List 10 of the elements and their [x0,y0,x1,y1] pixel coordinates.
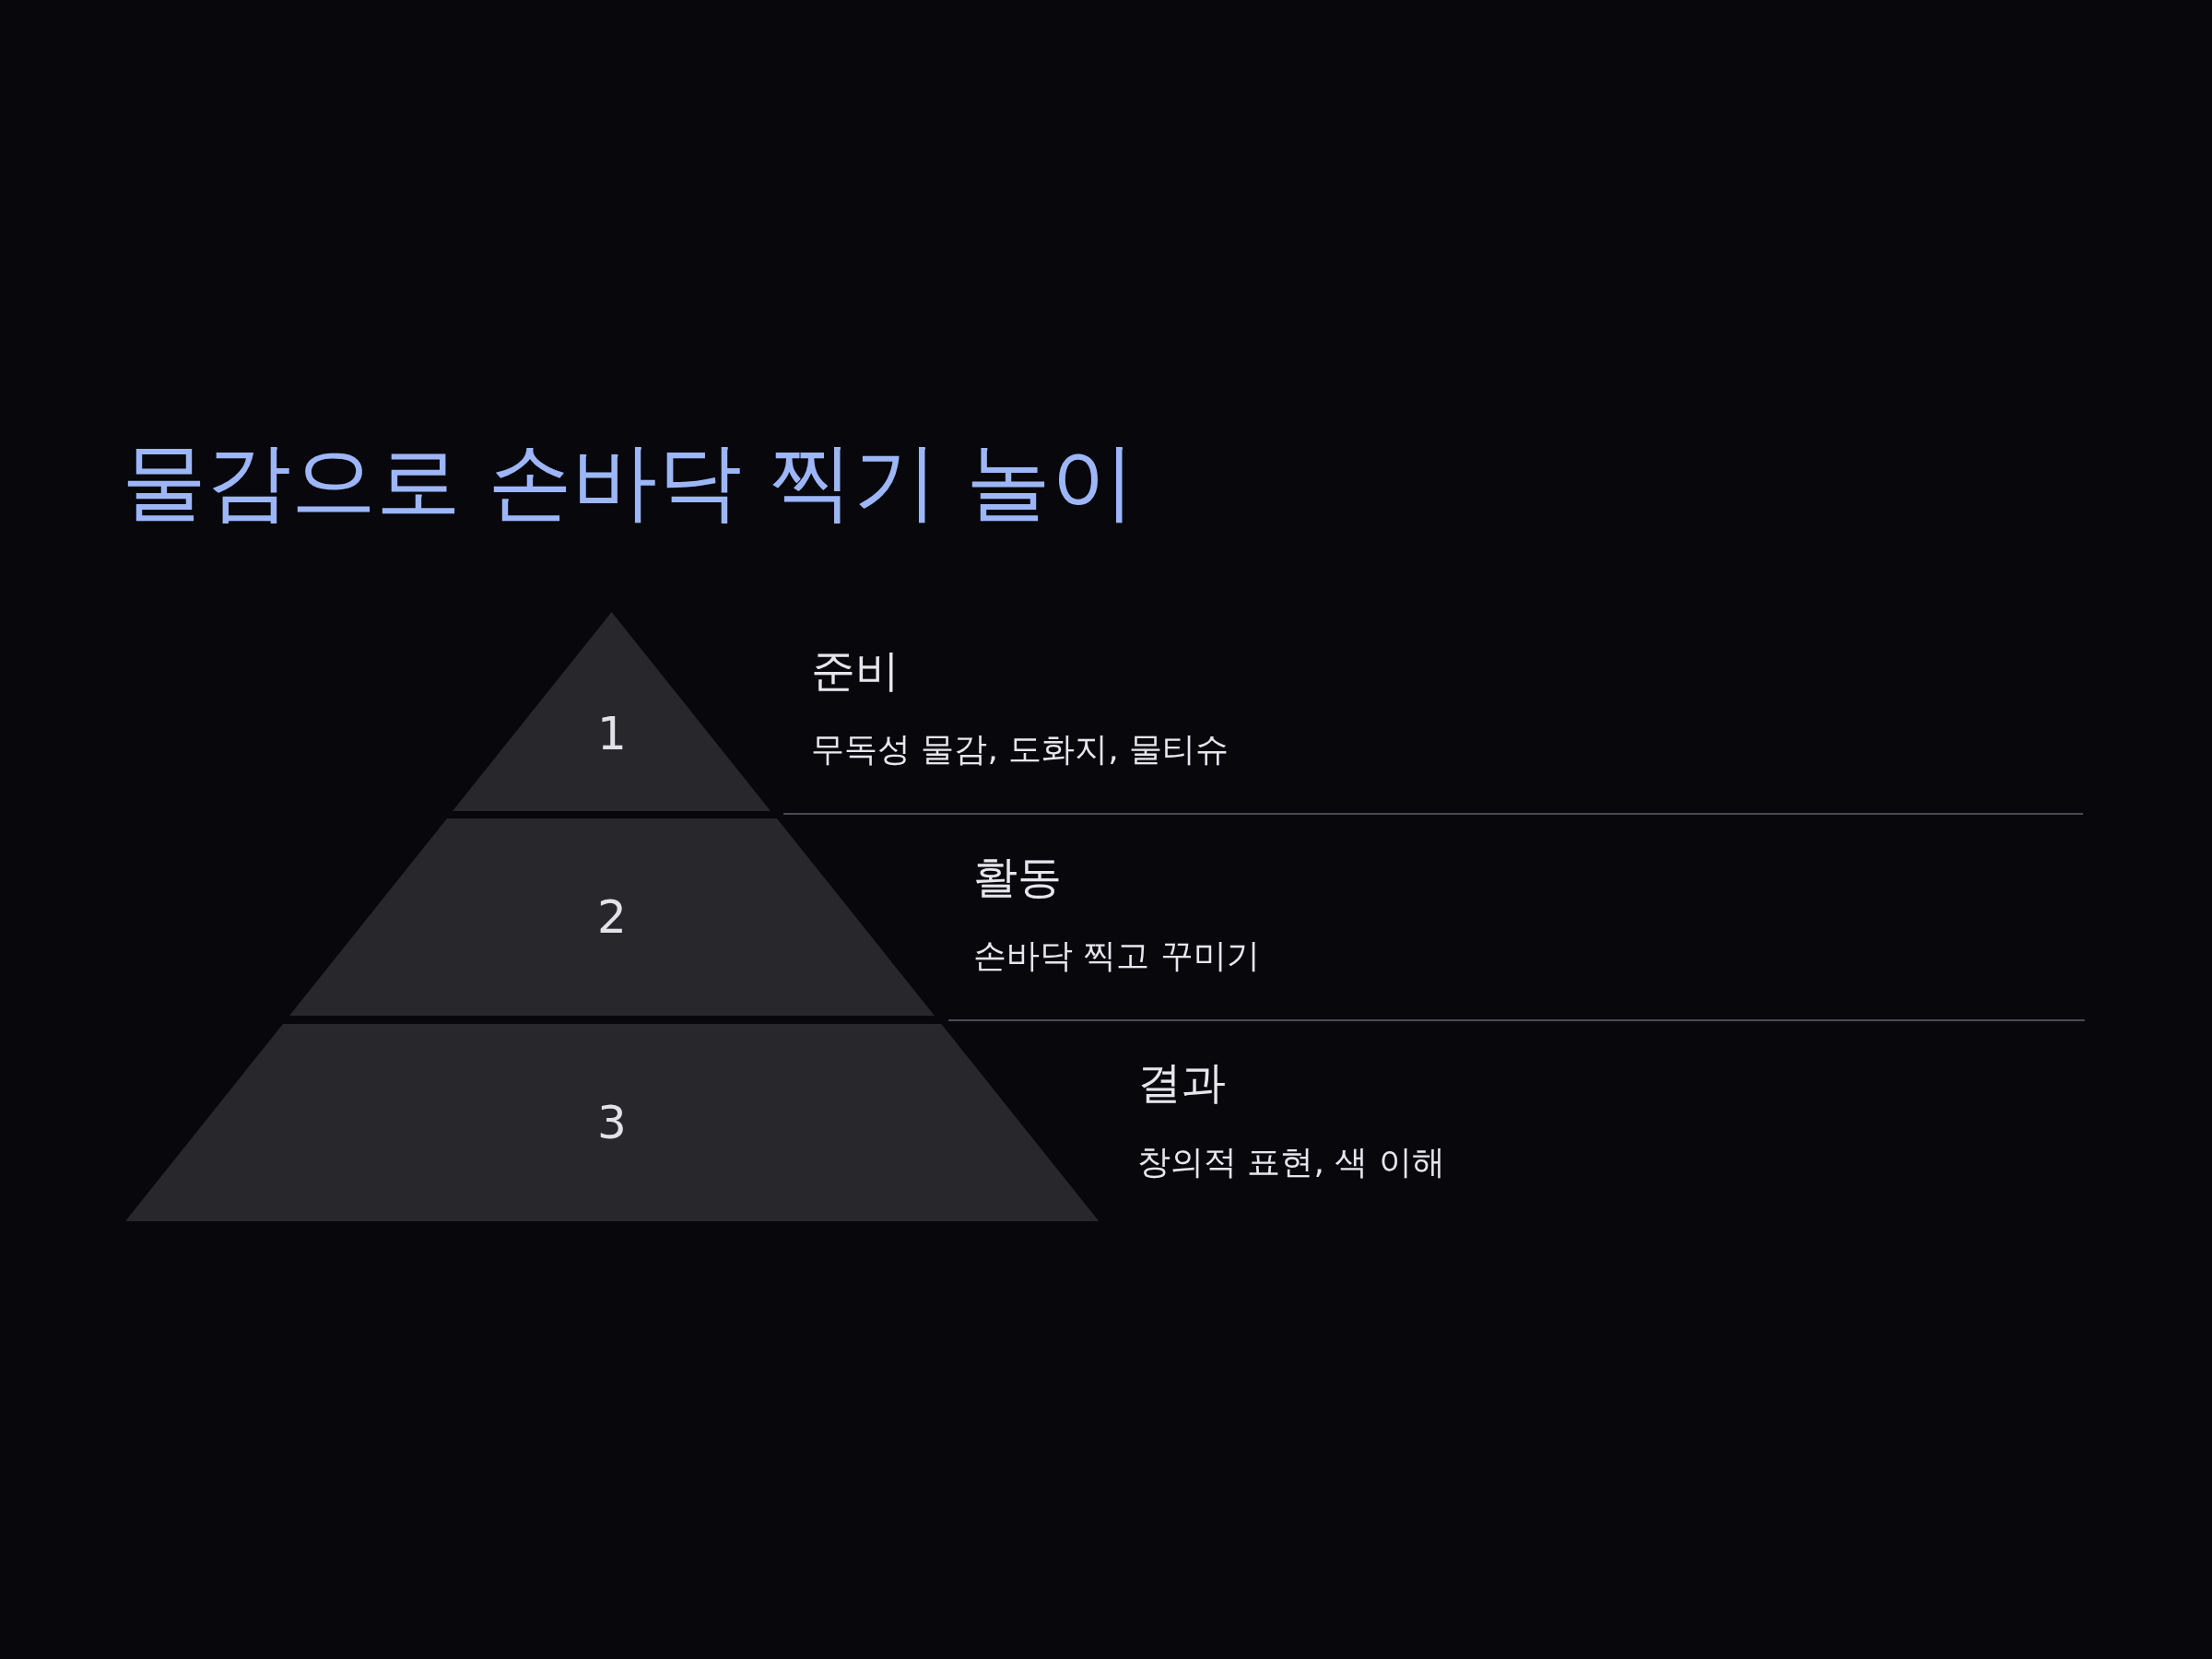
tier-number: 3 [597,1095,627,1150]
tier-number: 1 [597,705,627,761]
step-description: 창의적 표현, 색 이해 [1137,1142,1445,1182]
tier-number: 2 [597,889,627,945]
step-description: 무독성 물감, 도화지, 물티슈 [811,729,1230,770]
step-heading: 준비 [811,643,900,697]
step-heading: 결과 [1137,1055,1226,1109]
step-description: 손바닥 찍고 꾸미기 [973,935,1260,976]
title: 물감으로 손바닥 찍기 놀이 [122,431,1135,533]
step-heading: 활동 [973,850,1062,903]
